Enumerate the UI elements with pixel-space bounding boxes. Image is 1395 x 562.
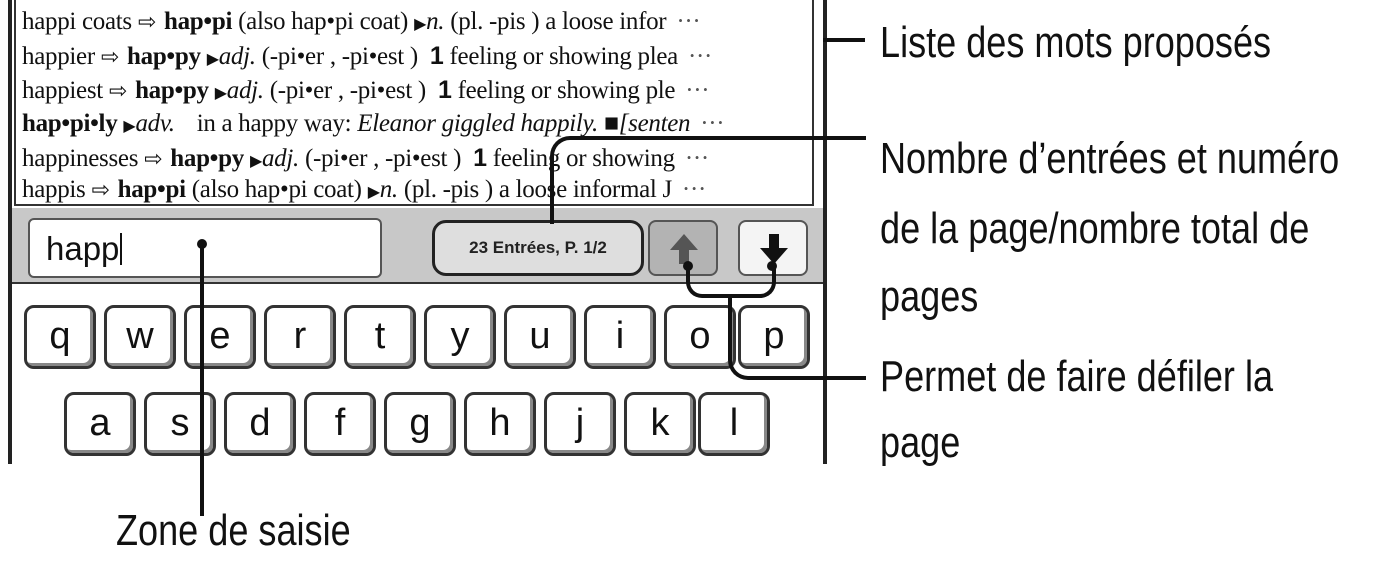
entry-ref: hap•py [135,77,209,104]
pos-marker-icon: ▶ [123,116,136,135]
entry-def: (pl. -pis ) a loose informal J [403,176,672,203]
list-item[interactable]: happi coats⇨ hap•pi(also hap•pi coat) ▶n.(… [22,4,802,40]
entry-count-badge: 23 Entrées, P. 1/2 [432,220,644,276]
list-item[interactable]: happinesses⇨ hap•py ▶adj.(-pi•er , -pi•est… [22,140,802,176]
callout-count-line3: pages [880,272,979,321]
entry-tail: feeling or showing [492,145,675,172]
arrow-down-icon [760,234,788,264]
callout-input: Zone de saisie [116,506,351,555]
see-arrow-icon: ⇨ [144,147,163,172]
entry-ref: hap•pi [117,176,186,203]
ellipsis: ··· [684,145,709,172]
callout-line-scroll [728,294,866,380]
callout-count-line1: Nombre d’entrées et numéro [880,134,1340,183]
key-r[interactable]: r [264,305,336,369]
key-i[interactable]: i [584,305,656,369]
key-w[interactable]: w [104,305,176,369]
entry-headword: happi coats [22,8,132,35]
key-g[interactable]: g [384,392,456,456]
entry-tail: feeling or showing plea [449,43,679,70]
entry-tail: feeling or showing ple [457,77,676,104]
key-e[interactable]: e [184,305,256,369]
callout-scroll-line1: Permet de faire défiler la [880,352,1274,401]
entry-pos: n. [379,176,398,203]
key-f[interactable]: f [304,392,376,456]
callout-line-word-list [823,38,865,42]
see-arrow-icon: ⇨ [91,178,110,203]
callout-word-list: Liste des mots proposés [880,18,1272,67]
key-l[interactable]: l [698,392,770,456]
text-caret [120,233,123,265]
key-p[interactable]: p [738,305,810,369]
entry-ref: hap•pi [164,8,233,35]
entry-pos: n. [426,8,445,35]
list-item[interactable]: hap•pi•ly ▶adv. in a happy way:Eleanor gig… [22,106,802,142]
key-o[interactable]: o [664,305,736,369]
entry-ref: hap•py [127,43,201,70]
entry-pos: adj. [261,145,299,172]
key-a[interactable]: a [64,392,136,456]
key-d[interactable]: d [224,392,296,456]
ellipsis: ··· [676,8,701,35]
entry-def: in a happy way: [196,110,352,137]
key-k[interactable]: k [624,392,696,456]
device-frame-right [823,0,827,464]
callout-count-line2: de la page/nombre total de [880,204,1310,253]
sense-number: 1 [429,42,444,70]
entry-headword: hap•pi•ly [22,110,118,137]
callout-line-input [200,244,204,516]
device-frame-left [8,0,12,464]
key-t[interactable]: t [344,305,416,369]
sense-number: 1 [437,76,452,104]
pos-marker-icon: ▶ [367,182,380,201]
ellipsis: ··· [687,43,713,70]
key-y[interactable]: y [424,305,496,369]
search-input-value: happ [46,232,123,266]
entry-def: (-pi•er , -pi•est ) [261,43,419,70]
ellipsis: ··· [681,176,706,203]
arrow-up-icon [670,234,698,264]
entry-pos: adj. [226,77,264,104]
entry-headword: happinesses [22,145,139,172]
entry-headword: happier [22,43,95,70]
pos-marker-icon: ▶ [214,83,227,102]
ellipsis: ··· [685,77,710,104]
entry-ref: hap•py [170,145,244,172]
entry-note: (also hap•pi coat) [238,8,409,35]
pos-marker-icon: ▶ [206,49,219,68]
callout-line-count [550,136,866,224]
key-u[interactable]: u [504,305,576,369]
key-j[interactable]: j [544,392,616,456]
pos-marker-icon: ▶ [414,14,427,33]
entry-headword: happiest [22,77,103,104]
key-h[interactable]: h [464,392,536,456]
see-arrow-icon: ⇨ [137,10,156,35]
entry-example: Eleanor giggled happily. [357,110,598,137]
scroll-up-button[interactable] [648,220,718,276]
sense-number: 1 [473,144,487,172]
entry-note: (also hap•pi coat) [191,176,362,203]
key-s[interactable]: s [144,392,216,456]
entry-tail: ■[senten [603,110,691,137]
list-item[interactable]: happis⇨ hap•pi(also hap•pi coat) ▶n.(pl. -… [22,172,802,204]
see-arrow-icon: ⇨ [108,79,128,104]
entry-def: (-pi•er , -pi•est ) [304,145,462,172]
pos-marker-icon: ▶ [249,151,262,170]
entry-def: (pl. -pis ) a loose infor [450,8,667,35]
callout-scroll-line2: page [880,418,961,467]
list-item[interactable]: happiest⇨ hap•py ▶adj.(-pi•er , -pi•est ) 1… [22,72,802,108]
key-q[interactable]: q [24,305,96,369]
entry-def: (-pi•er , -pi•est ) [269,77,427,104]
see-arrow-icon: ⇨ [100,45,120,70]
entry-pos: adj. [218,43,256,70]
entry-headword: happis [22,176,86,203]
word-list[interactable]: happi coats⇨hap•pi(also hap•pi coat)▶n.(… [14,0,814,206]
entry-pos: adv. [135,110,175,137]
ellipsis: ··· [700,110,725,137]
